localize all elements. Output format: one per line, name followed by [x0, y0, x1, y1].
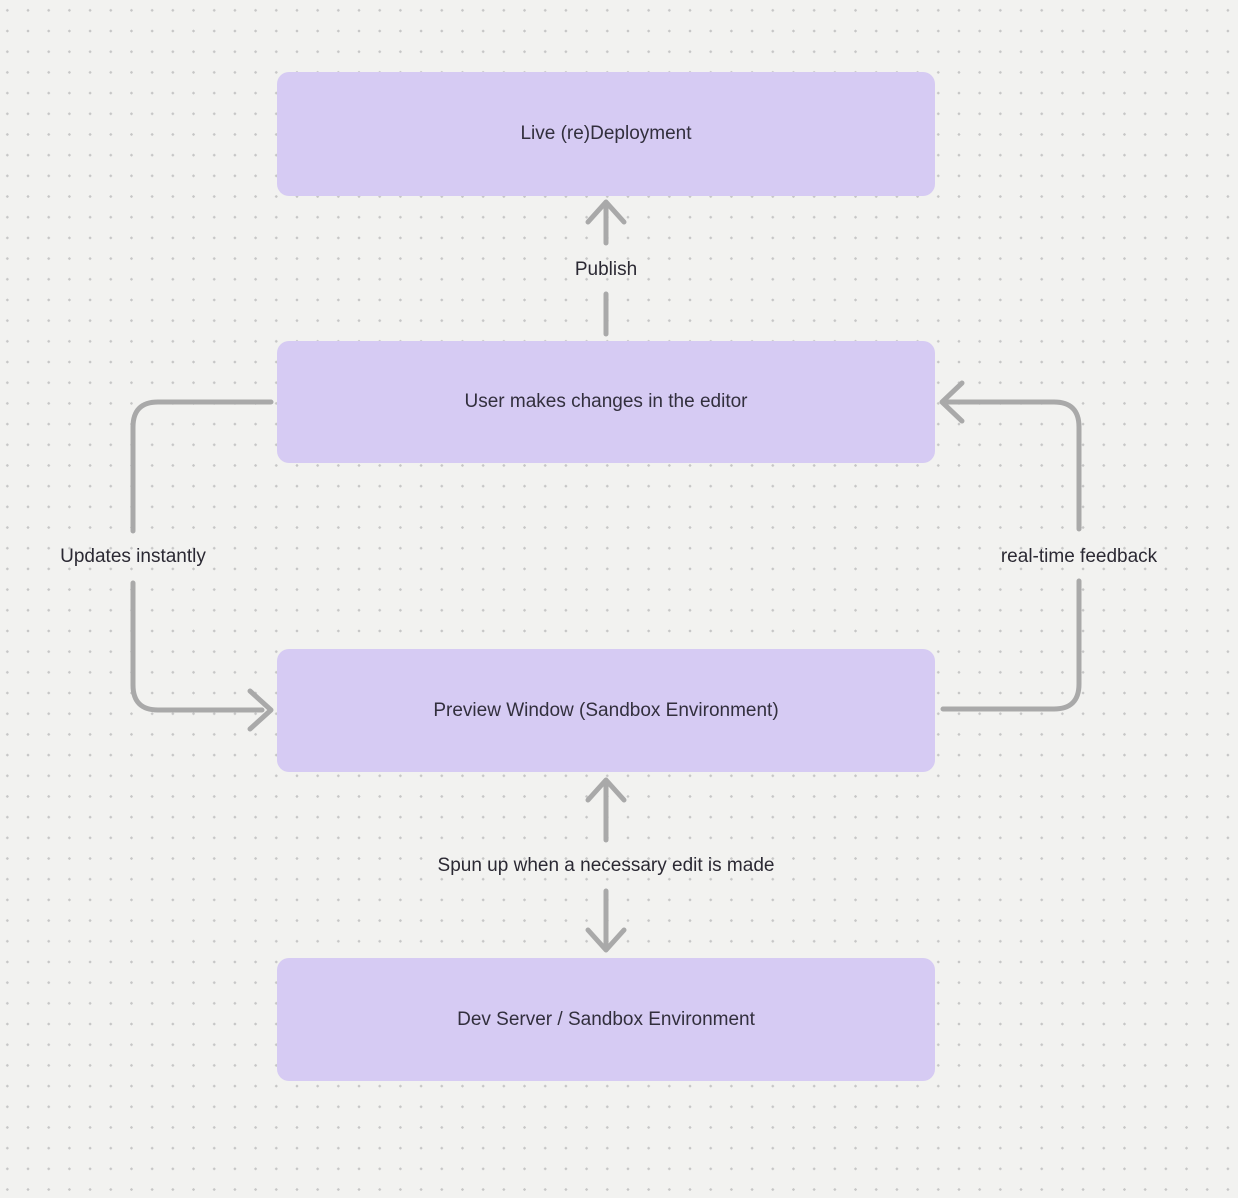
arrow-spun-up: [585, 777, 627, 953]
arrow-real-time-feedback: [939, 380, 1082, 712]
arrowhead-down-icon: [585, 927, 627, 953]
arrow-stem: [130, 580, 265, 713]
edge-label-updates-instantly: Updates instantly: [60, 546, 206, 567]
arrowhead-right-icon: [247, 688, 274, 732]
node-editor-changes: User makes changes in the editor: [277, 341, 935, 463]
arrowhead-left-icon: [939, 380, 965, 424]
arrow-publish: [585, 199, 627, 337]
arrow-stem: [945, 399, 1082, 532]
node-label: Dev Server / Sandbox Environment: [457, 1008, 755, 1030]
node-label: Preview Window (Sandbox Environment): [433, 699, 779, 721]
edge-label-publish: Publish: [574, 259, 638, 280]
node-dev-server: Dev Server / Sandbox Environment: [277, 958, 935, 1081]
arrow-updates-instantly: [130, 399, 274, 732]
edge-label-real-time-feedback: real-time feedback: [1000, 546, 1158, 567]
arrow-stem: [940, 578, 1082, 712]
edge-label-spun-up: Spun up when a necessary edit is made: [437, 855, 775, 876]
arrow-stem: [130, 399, 274, 534]
node-label: User makes changes in the editor: [464, 391, 748, 412]
node-live-redeployment: Live (re)Deployment: [277, 72, 935, 196]
node-label: Live (re)Deployment: [520, 123, 692, 144]
arrow-stroke-group: [130, 199, 1082, 953]
node-preview-window: Preview Window (Sandbox Environment): [277, 649, 935, 772]
